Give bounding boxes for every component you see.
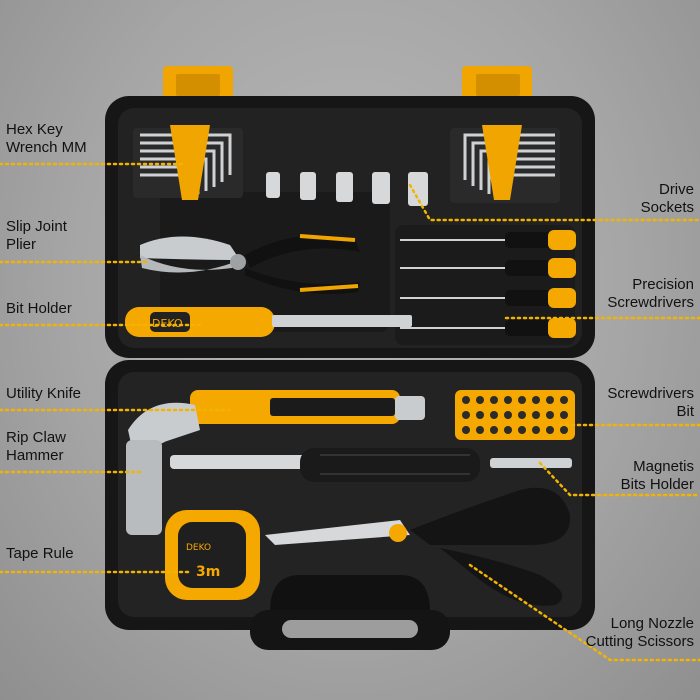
label-slip-joint-plier: Slip Joint Plier (6, 218, 67, 253)
slip-joint-plier (140, 234, 360, 294)
long-nozzle-scissors (265, 487, 571, 606)
label-long-nozzle-scissors: Long Nozzle Cutting Scissors (585, 615, 694, 650)
bit-holder-screwdriver: DEKO (125, 307, 412, 337)
utility-knife (190, 390, 425, 424)
rip-claw-hammer (126, 402, 480, 535)
hex-key-set-left (133, 125, 243, 200)
brand-logo: DEKO (186, 543, 211, 553)
label-hex-key: Hex Key Wrench MM (6, 121, 87, 156)
magnetic-bits-holder (490, 458, 572, 468)
leader-lines (0, 162, 700, 662)
label-screwdrivers-bit: Screwdrivers Bit (607, 385, 694, 420)
precision-screwdrivers-set (400, 230, 576, 338)
screwdriver-bits-rack (455, 390, 575, 440)
label-tape-rule: Tape Rule (6, 545, 74, 562)
label-bit-holder: Bit Holder (6, 300, 72, 317)
tape-length-label: 3m (196, 564, 220, 580)
hex-key-set-right (450, 125, 560, 203)
label-precision-screwdrivers: Precision Screwdrivers (607, 276, 694, 311)
label-utility-knife: Utility Knife (6, 385, 82, 402)
drive-sockets-row (266, 172, 428, 206)
label-rip-claw-hammer: Rip Claw Hammer (6, 429, 67, 464)
label-magnetis-bits-holder: Magnetis Bits Holder (620, 458, 694, 493)
brand-logo: DEKO (152, 317, 183, 330)
label-drive-sockets: Drive Sockets (640, 181, 694, 216)
tape-rule: DEKO 3m (165, 510, 260, 600)
